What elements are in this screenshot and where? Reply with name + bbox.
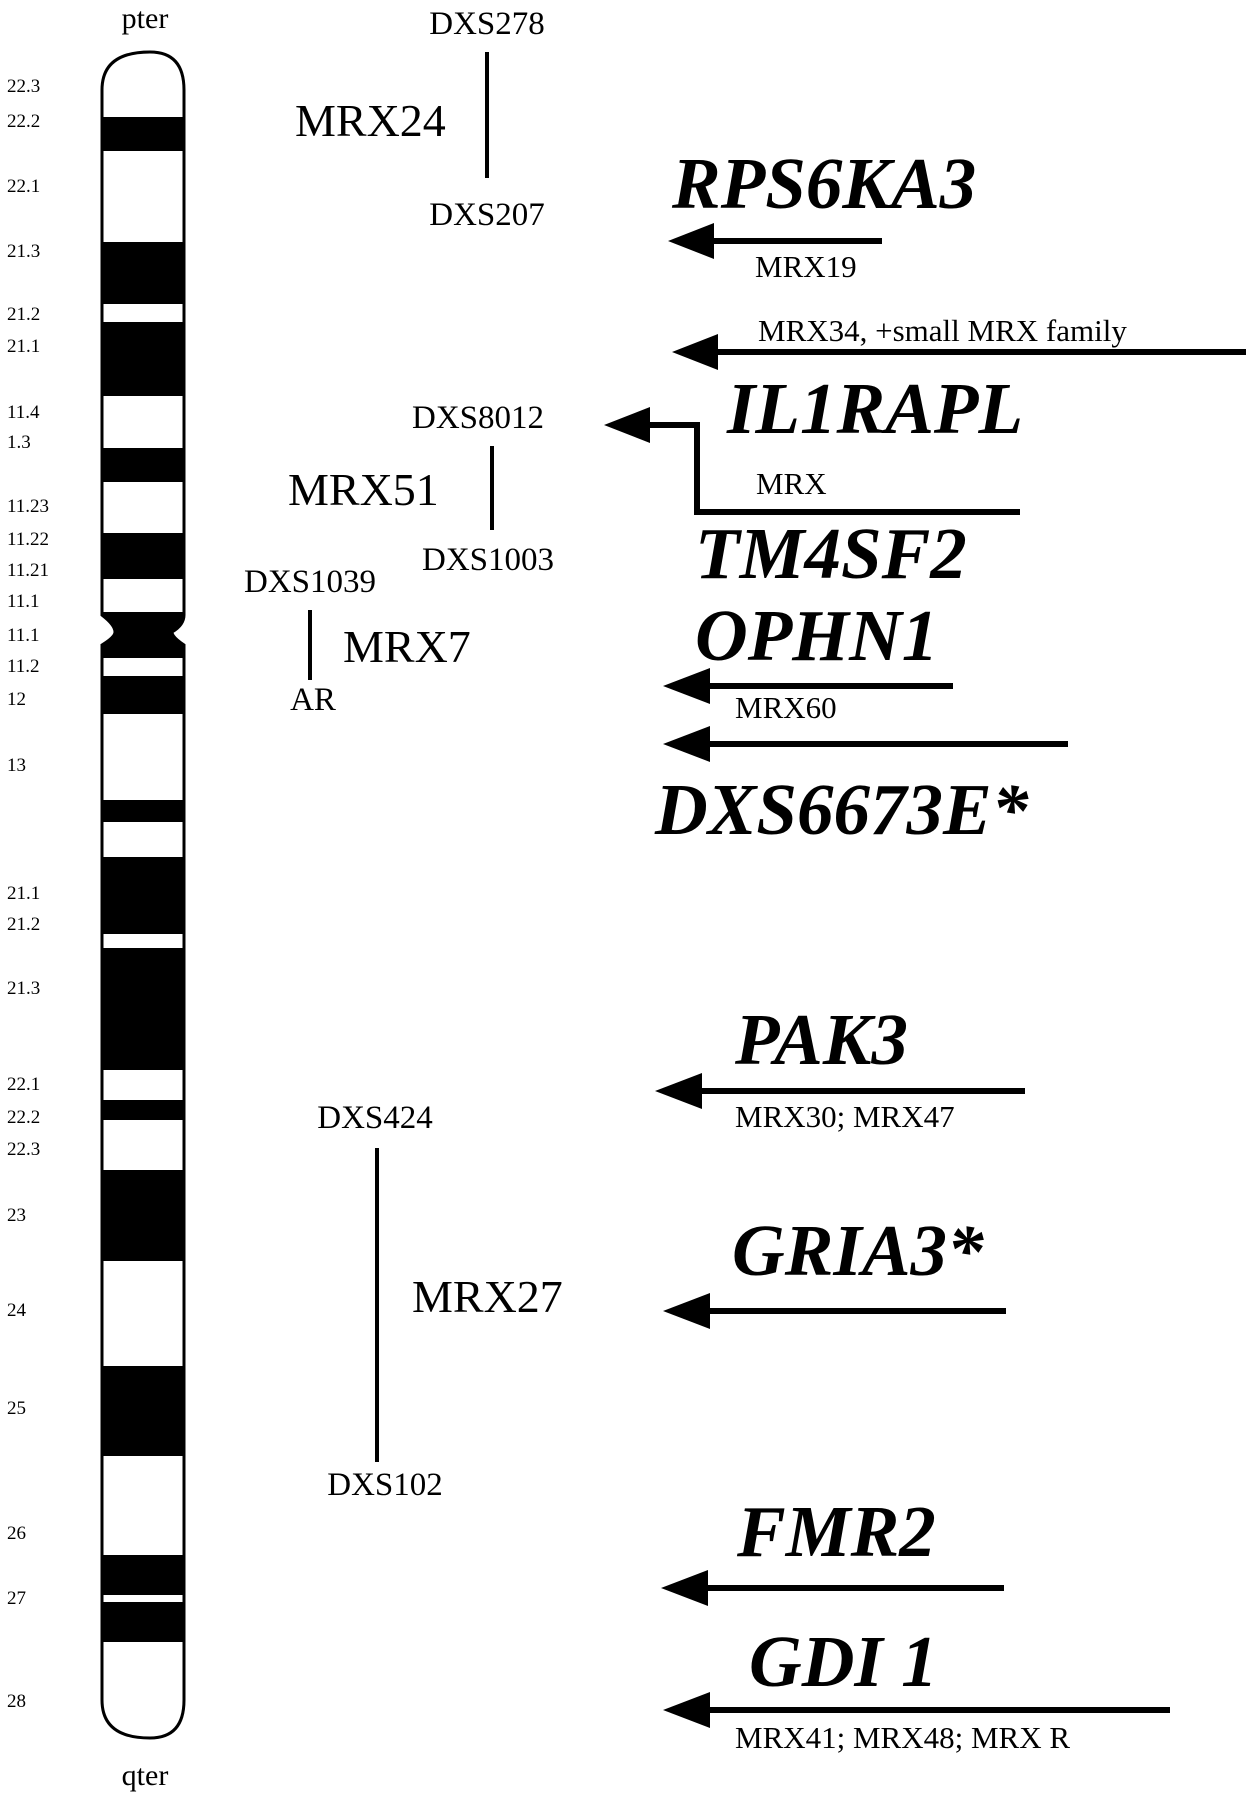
gene-families-label: MRX: [756, 466, 827, 501]
gene-arrowhead: [663, 1293, 710, 1329]
band-label: 21.2: [7, 304, 40, 325]
band-label: 12: [7, 689, 26, 710]
gene-arrowhead: [604, 407, 650, 443]
band-label: 21.1: [7, 883, 40, 904]
band-labels: 22.3 22.2 22.1 21.3 21.2 21.1 11.4 1.3 11.23 11.2…: [7, 76, 49, 1712]
gene-label: OPHN1: [695, 595, 938, 676]
band-q21.3: [102, 948, 184, 1070]
marker-label: DXS1039: [244, 564, 376, 600]
gene-families-label: MRX34, +small MRX family: [758, 313, 1127, 348]
gene-tm4sf2: MRX TM4SF2: [604, 407, 1020, 594]
gene-dxs6673e: DXS6673E*: [654, 726, 1068, 850]
gene-arrowhead: [663, 726, 710, 762]
gene-gria3: GRIA3*: [663, 1210, 1006, 1329]
locus-mrx51: DXS8012 MRX51 DXS1003: [288, 400, 554, 578]
locus-label: MRX51: [288, 464, 439, 515]
locus-label: MRX24: [295, 95, 446, 146]
gene-pak3: PAK3 MRX30; MRX47: [655, 999, 1025, 1134]
band-label: 21.2: [7, 914, 40, 935]
marker-label: AR: [290, 682, 336, 718]
gene-arrow-shaft: [648, 422, 1020, 515]
band-q21.1: [102, 857, 184, 934]
band-label: 11.1: [7, 591, 40, 612]
locus-label: MRX7: [343, 621, 471, 672]
gene-gdi1: GDI 1 MRX41; MRX48; MRX R: [663, 1621, 1170, 1755]
band-p11.22: [102, 533, 184, 579]
gene-label: TM4SF2: [695, 513, 967, 594]
gene-families-label: MRX19: [755, 249, 857, 284]
band-q25: [102, 1366, 184, 1456]
band-label: 11.2: [7, 656, 40, 677]
gene-rps6ka3: RPS6KA3 MRX19: [668, 143, 976, 284]
gene-label: IL1RAPL: [726, 368, 1023, 449]
band-p11.3: [102, 448, 184, 482]
gene-families-label: MRX60: [735, 690, 837, 725]
gene-arrowhead: [663, 1692, 710, 1728]
band-label: 22.2: [7, 111, 40, 132]
band-label: 21.3: [7, 241, 40, 262]
marker-label: DXS424: [317, 1100, 433, 1136]
band-p21.1: [102, 322, 184, 396]
band-q27: [102, 1555, 184, 1595]
band-label: 11.4: [7, 402, 40, 423]
gene-ophn1: OPHN1 MRX60: [663, 595, 953, 725]
gene-label: GDI 1: [749, 1621, 938, 1702]
band-q22.2: [102, 1100, 184, 1120]
marker-label: DXS8012: [412, 400, 544, 436]
band-label: 22.2: [7, 1107, 40, 1128]
band-label: 28: [7, 1691, 26, 1712]
chromosome-ideogram: pter qter 22.3 22.2 22.1 21.3 21.2 21.1 11.4 1.…: [7, 2, 186, 1792]
band-label: 11.22: [7, 529, 49, 550]
locus-mrx24: DXS278 MRX24 DXS207: [295, 6, 545, 233]
gene-label: RPS6KA3: [671, 143, 976, 224]
band-label: 21.3: [7, 978, 40, 999]
band-label: 22.1: [7, 1074, 40, 1095]
gene-families-label: MRX41; MRX48; MRX R: [735, 1720, 1070, 1755]
gene-label: PAK3: [734, 999, 908, 1080]
locus-mrx7: DXS1039 MRX7 AR: [244, 564, 471, 718]
qter-label: qter: [122, 1759, 169, 1792]
band-label: 27: [7, 1588, 26, 1609]
gene-arrowhead: [663, 668, 710, 704]
band-label: 21.1: [7, 336, 40, 357]
marker-label: DXS102: [327, 1467, 443, 1503]
band-label: 11.1: [7, 625, 40, 646]
band-label: 22.3: [7, 1139, 40, 1160]
gene-label: GRIA3*: [732, 1210, 984, 1291]
chromosome-bands: [102, 117, 184, 1642]
locus-mrx27: DXS424 MRX27 DXS102: [317, 1100, 563, 1503]
band-label: 22.3: [7, 76, 40, 97]
band-q13-lower: [102, 800, 184, 822]
band-label: 11.21: [7, 560, 49, 581]
gene-il1rapl: MRX34, +small MRX family IL1RAPL: [672, 313, 1246, 449]
band-label: 24: [7, 1300, 27, 1321]
marker-label: DXS1003: [422, 542, 554, 578]
chromosome-outline: [100, 50, 186, 1740]
band-label: 25: [7, 1398, 26, 1419]
band-q27-lower: [102, 1602, 184, 1642]
gene-arrowhead: [655, 1073, 702, 1109]
band-label: 1.3: [7, 432, 31, 453]
pter-label: pter: [122, 2, 169, 35]
marker-label: DXS207: [429, 197, 545, 233]
band-q12: [102, 676, 184, 714]
gene-arrowhead: [668, 223, 714, 259]
band-label: 23: [7, 1205, 26, 1226]
gene-label: DXS6673E*: [654, 769, 1029, 850]
band-label: 26: [7, 1523, 26, 1544]
locus-label: MRX27: [412, 1271, 563, 1322]
band-p22.2: [102, 117, 184, 151]
band-q23: [102, 1170, 184, 1261]
band-p21.3: [102, 242, 184, 304]
band-label: 13: [7, 755, 26, 776]
gene-label: FMR2: [736, 1491, 936, 1572]
band-label: 11.23: [7, 496, 49, 517]
gene-families-label: MRX30; MRX47: [735, 1099, 955, 1134]
gene-arrowhead: [672, 334, 718, 370]
marker-label: DXS278: [429, 6, 545, 42]
band-label: 22.1: [7, 176, 40, 197]
gene-fmr2: FMR2: [661, 1491, 1004, 1606]
gene-arrowhead: [661, 1570, 708, 1606]
